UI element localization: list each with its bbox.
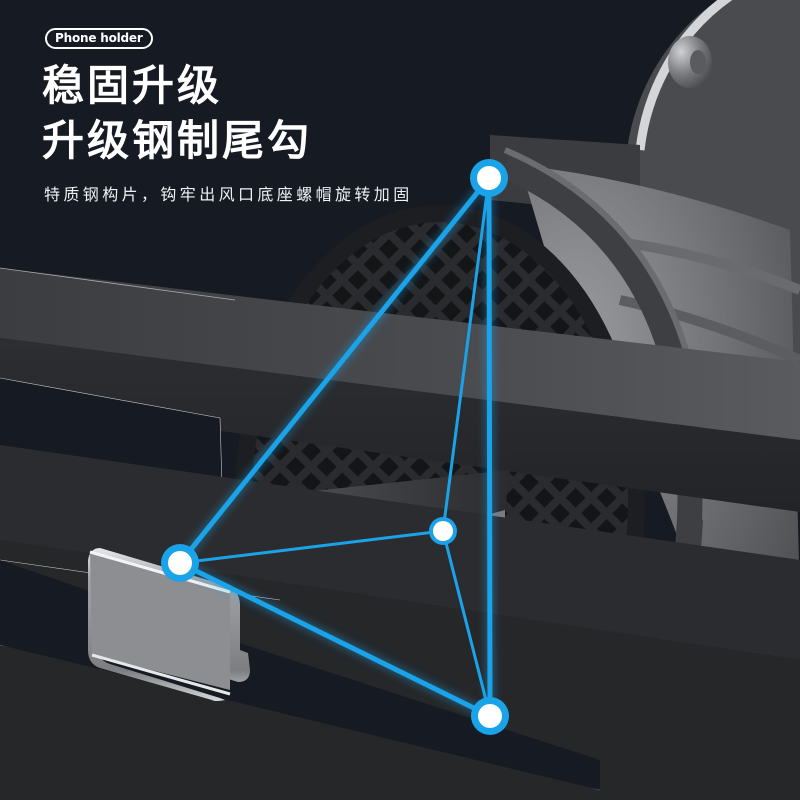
headline-line-2: 升级钢制尾勾 [42,116,313,165]
vent-slat-upper [0,268,800,440]
badge-label: Phone holder [55,31,143,45]
phone-holder-badge: Phone holder [45,28,153,49]
diagram-node-top [470,159,508,197]
diagram-node-center [429,517,457,545]
headline-line-1: 稳固升级 [42,61,223,110]
diagram-node-bottom [471,697,509,735]
feature-description: 特质钢构片，钩牢出风口底座螺帽旋转加固 [44,185,413,204]
structure-diagram-lines [177,175,493,719]
diagram-node-left [161,544,199,582]
vent-slat-middle [0,445,800,660]
